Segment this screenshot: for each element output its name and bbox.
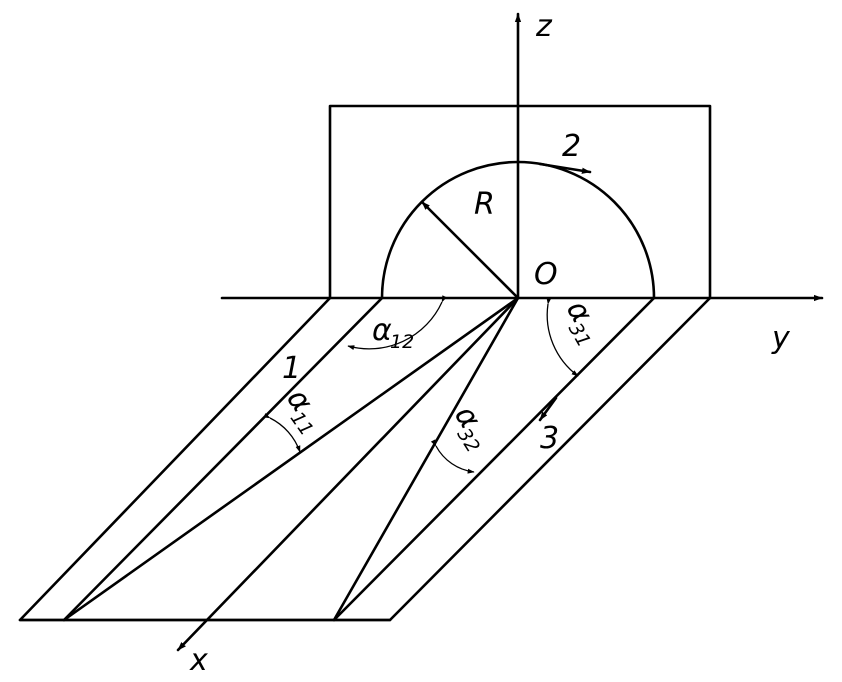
origin-line-right (332, 296, 520, 622)
surface-3-line (332, 296, 656, 622)
semicircle-arc (380, 160, 656, 300)
surface-2-label: 2 (562, 129, 581, 164)
surface-1-label: 1 (282, 351, 301, 386)
surface-2-arrow (538, 162, 592, 174)
origin-line-left (62, 296, 520, 622)
angle-arc-a11 (263, 413, 301, 453)
origin-label: O (534, 257, 558, 292)
surface-3-label: 3 (540, 421, 559, 456)
angle-label-a32: α 32 (447, 400, 487, 457)
vertical-face-rect (328, 104, 712, 300)
radius-line (420, 200, 520, 300)
radius-label: R (474, 187, 495, 222)
z-axis-label: z (535, 9, 553, 44)
angle-arc-a31 (546, 297, 579, 377)
surface-3-arrow (538, 396, 558, 422)
y-axis-label: y (771, 321, 791, 356)
x-axis-label: x (189, 643, 208, 678)
angle-label-a12: α 12 (372, 313, 414, 353)
angle-arc-a12 (347, 295, 447, 351)
x-axis-line (176, 296, 520, 652)
angle-a12-subscript: 12 (390, 331, 414, 353)
angle-a12-symbol: α (372, 313, 392, 348)
angle-label-a11: α 11 (279, 383, 319, 441)
angle-label-a31: α 31 (559, 295, 599, 352)
angle-arc-a32 (430, 439, 475, 474)
surface-1-line (62, 296, 384, 622)
